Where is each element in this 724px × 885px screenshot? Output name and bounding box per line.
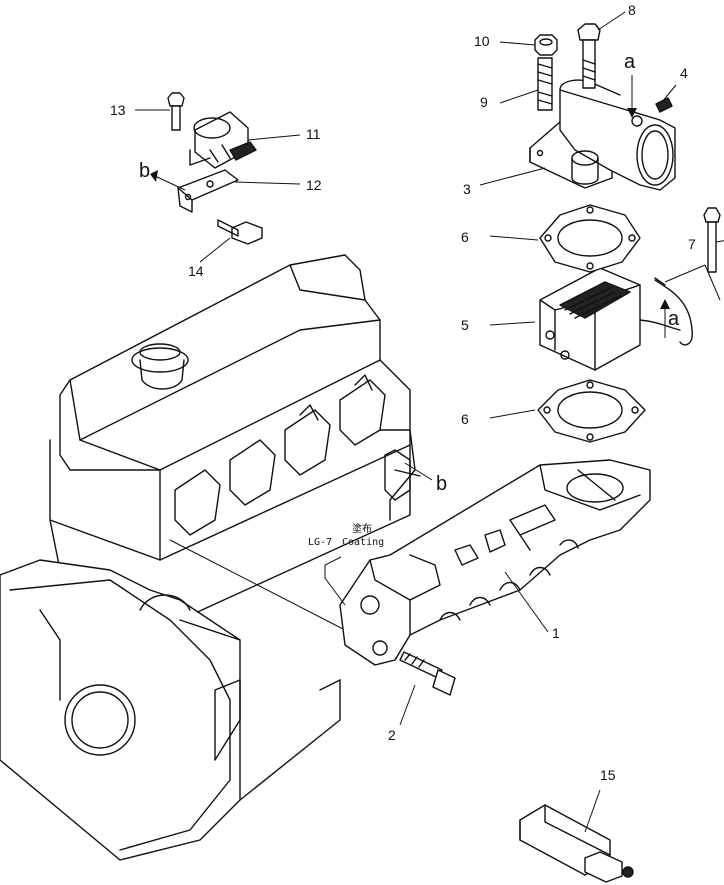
reference-arrows xyxy=(150,75,670,481)
callout-2: 2 xyxy=(388,727,396,743)
callout-8: 8 xyxy=(628,2,636,18)
part-11-relay xyxy=(193,111,257,169)
part-7-long-bolt xyxy=(703,207,721,273)
part-9-stud xyxy=(537,57,553,111)
callout-labels: 1 2 3 4 5 6 6 7 8 9 10 11 12 13 14 15 a … xyxy=(110,2,696,783)
part-8-bolt xyxy=(577,23,601,89)
callout-3: 3 xyxy=(463,181,471,197)
callout-7: 7 xyxy=(688,236,696,252)
part-14-bolt xyxy=(217,219,263,245)
part-3-housing xyxy=(529,79,676,191)
arrow-a-top-icon xyxy=(627,108,637,118)
callout-13: 13 xyxy=(110,102,126,118)
arrow-b-left-icon xyxy=(150,170,158,182)
coating-code: LG-7 xyxy=(308,537,332,548)
callout-6-upper: 6 xyxy=(461,229,469,245)
coating-jp: 塗布 xyxy=(352,522,372,535)
callout-14: 14 xyxy=(188,263,204,279)
callout-6-lower: 6 xyxy=(461,411,469,427)
part-1-manifold xyxy=(339,459,651,666)
part-6-gasket-upper xyxy=(539,204,641,273)
callout-10: 10 xyxy=(474,33,490,49)
part-10-nut xyxy=(534,34,558,56)
arrow-a-mid-icon xyxy=(660,299,670,309)
part-13-bolt xyxy=(167,92,185,131)
engine-block xyxy=(0,254,421,861)
ref-b-right: b xyxy=(436,473,447,495)
leader-lines xyxy=(135,11,724,833)
callout-5: 5 xyxy=(461,317,469,333)
part-6-gasket-lower xyxy=(537,379,646,443)
callout-11: 11 xyxy=(306,126,321,142)
callout-9: 9 xyxy=(480,94,488,110)
coating-word: Coating xyxy=(342,537,384,548)
ref-b-left: b xyxy=(139,160,150,182)
callout-15: 15 xyxy=(600,767,616,783)
part-5-heater xyxy=(539,267,693,371)
part-15-sensor xyxy=(519,804,634,883)
part-12-bracket xyxy=(177,149,239,213)
ref-a-mid: a xyxy=(668,308,680,330)
callout-12: 12 xyxy=(306,177,322,193)
ref-a-top: a xyxy=(624,51,636,73)
part-2-bolt xyxy=(399,651,456,696)
callout-1: 1 xyxy=(552,625,560,641)
callout-4: 4 xyxy=(680,65,688,81)
